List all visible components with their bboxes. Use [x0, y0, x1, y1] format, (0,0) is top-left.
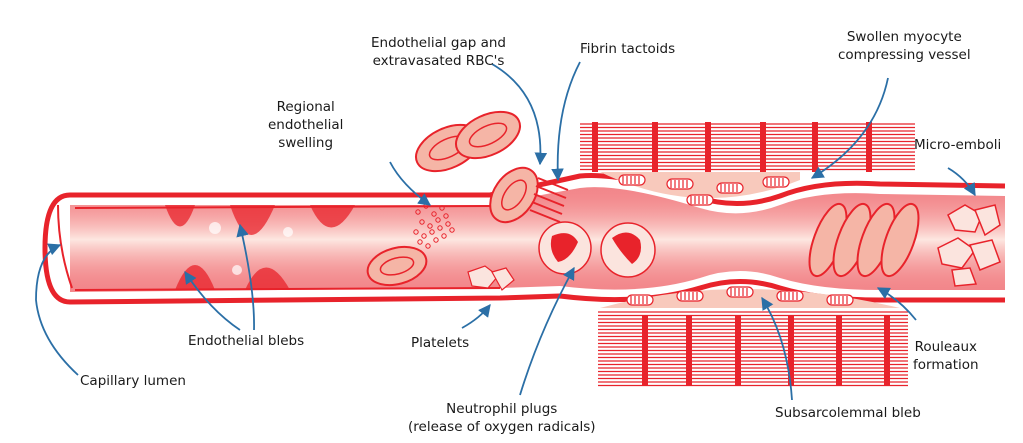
subsarcolemmal-bleb-shape	[600, 289, 900, 308]
lower-myocyte	[598, 308, 908, 388]
fibrin-tactoids-shapes	[529, 177, 569, 223]
neutrophils	[538, 221, 656, 278]
label-swollen-myocyte: Swollen myocyte compressing vessel	[838, 29, 971, 63]
upper-myocyte	[580, 122, 915, 172]
label-subsarcolemmal-bleb: Subsarcolemmal bleb	[775, 405, 921, 421]
label-micro-emboli: Micro-emboli	[914, 137, 1002, 153]
lower-mitochondria	[626, 286, 854, 306]
pointer-arrows	[35, 61, 976, 401]
label-neutrophil-plugs: Neutrophil plugs (release of oxygen radi…	[408, 401, 596, 435]
lower-z-lines	[642, 315, 890, 385]
micro-emboli-shapes	[937, 204, 1001, 287]
upper-z-lines	[592, 122, 872, 172]
label-rouleaux: Rouleaux formation	[913, 339, 979, 373]
swollen-myocyte-bulge	[600, 172, 800, 199]
label-endothelial-gap: Endothelial gap and extravasated RBC's	[371, 35, 506, 69]
label-regional-swelling: Regional endothelial swelling	[268, 99, 344, 151]
platelets-shapes	[467, 265, 515, 291]
label-endothelial-blebs: Endothelial blebs	[188, 333, 305, 349]
extravasated-rbcs	[366, 110, 539, 287]
upper-mitochondria	[618, 174, 790, 206]
label-platelets: Platelets	[411, 335, 470, 351]
vessel-lumen	[70, 187, 1005, 292]
label-fibrin-tactoids: Fibrin tactoids	[580, 41, 676, 57]
label-capillary-lumen: Capillary lumen	[80, 373, 186, 389]
rouleaux-shapes	[808, 202, 920, 278]
